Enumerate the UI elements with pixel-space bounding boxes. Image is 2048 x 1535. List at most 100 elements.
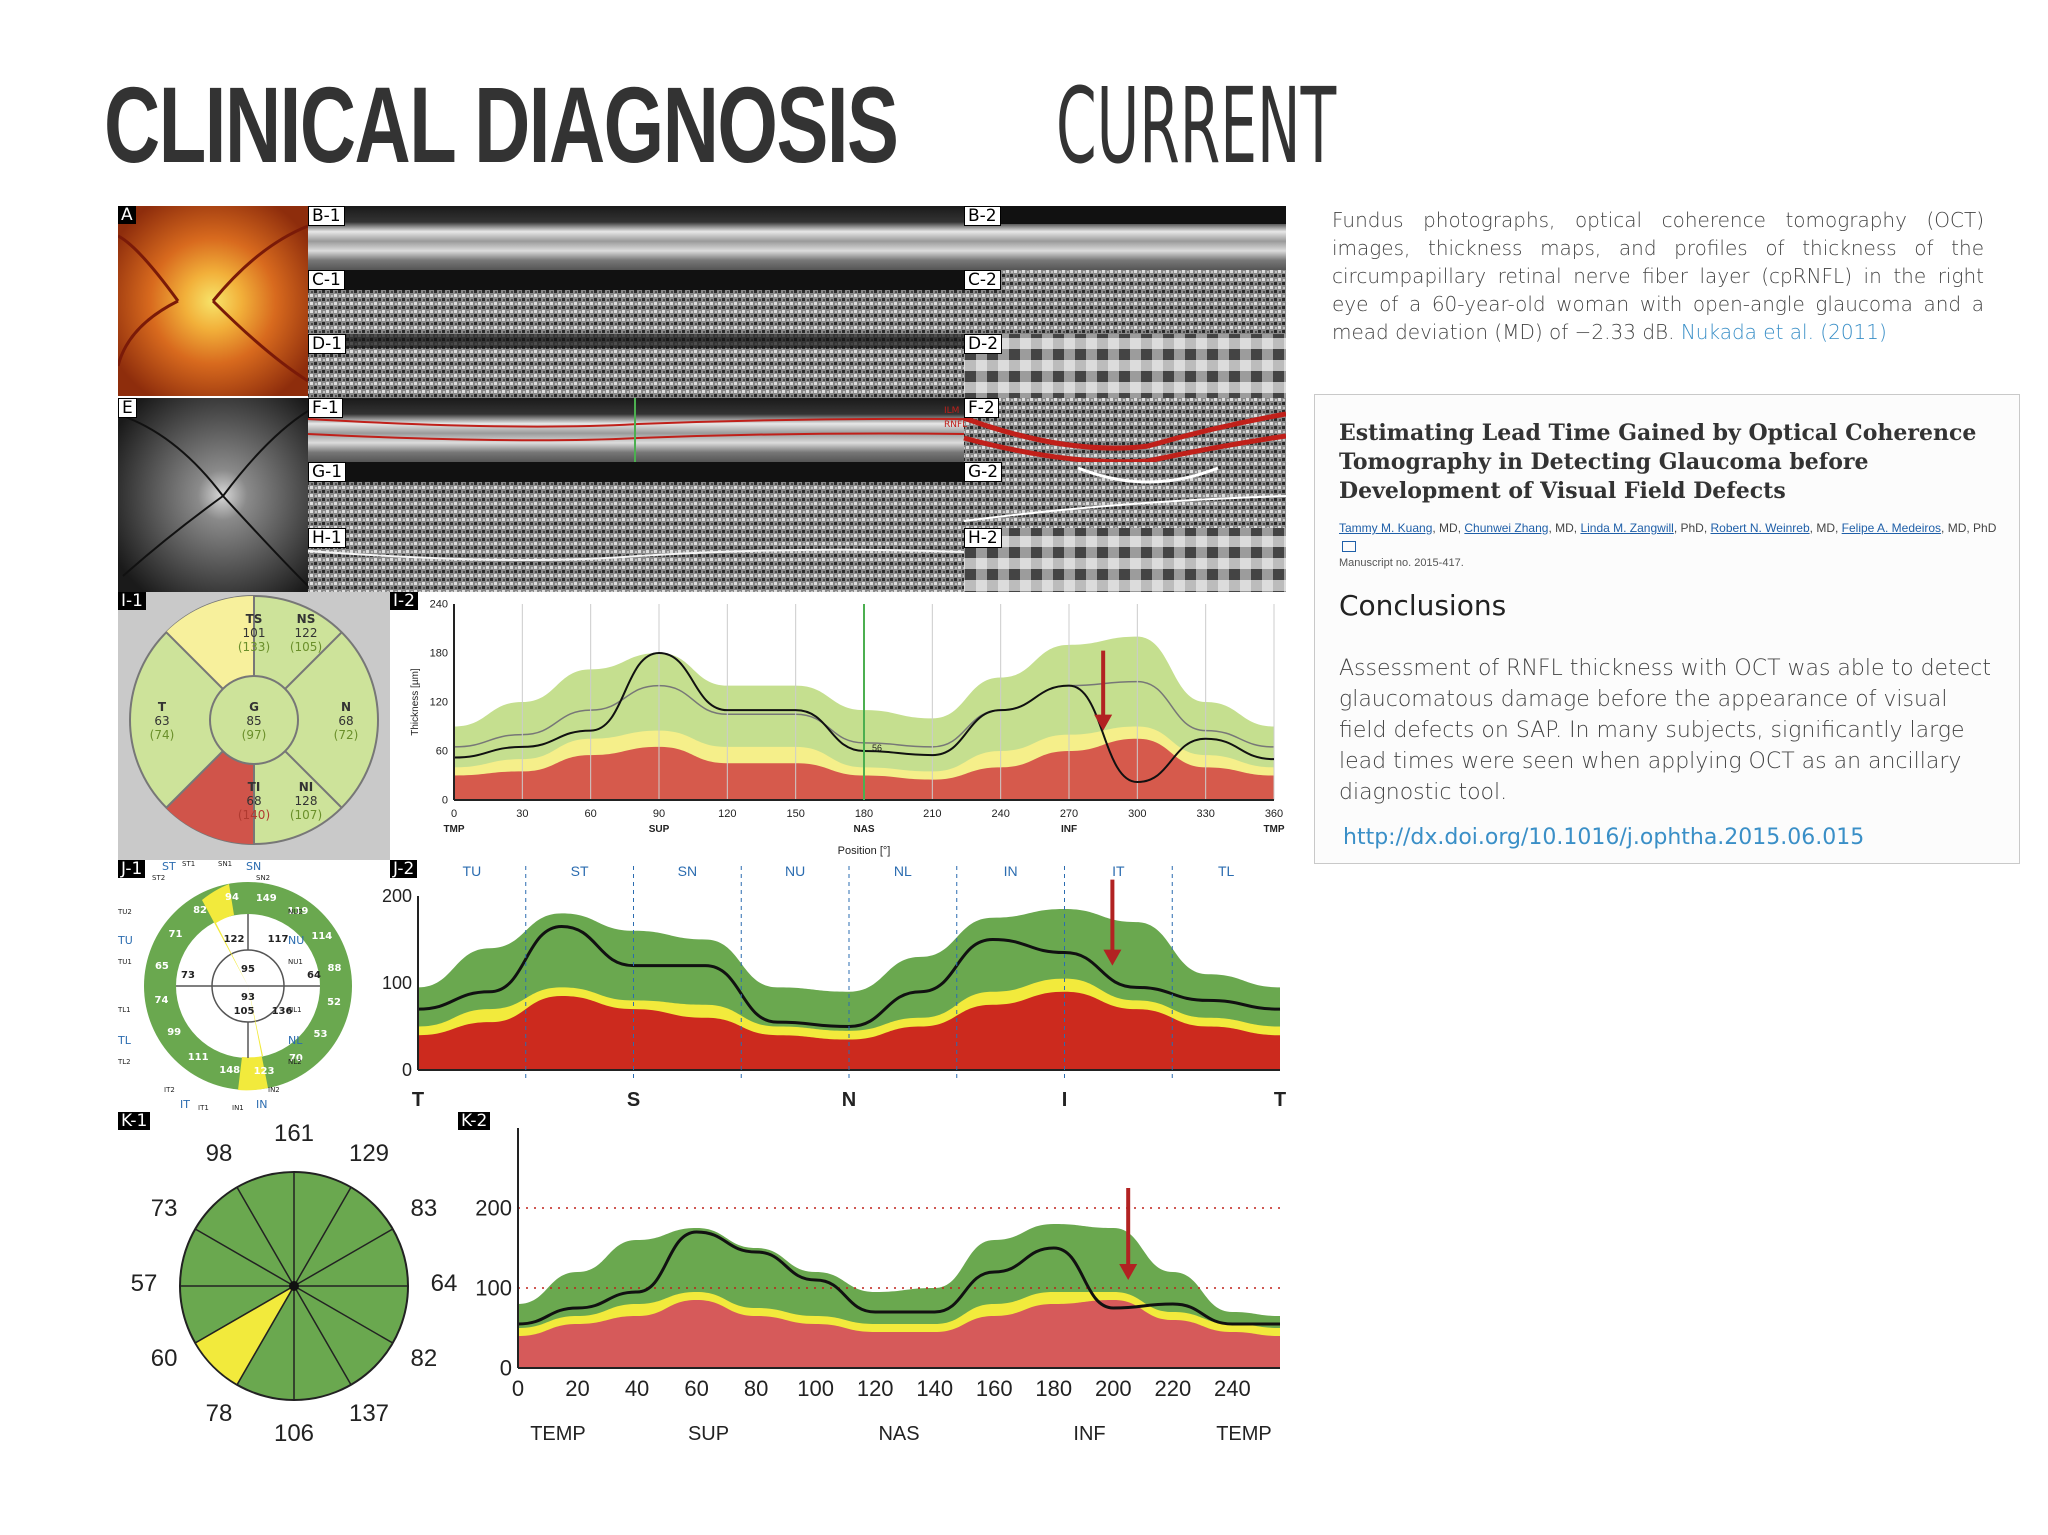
j1-sector-label: IN	[256, 1098, 268, 1111]
quadrant-label: TEMP	[1216, 1423, 1272, 1445]
measured-thickness-line	[517, 1230, 1280, 1326]
j1-sector-label: SN2	[256, 874, 271, 882]
j1-sector-label: NL	[288, 1034, 303, 1047]
y-tick-label: 120	[430, 697, 448, 709]
author-degree: , MD,	[1548, 521, 1581, 535]
panel-label-c1: C-1	[308, 270, 345, 290]
k1-sector-value: 83	[410, 1195, 438, 1222]
k1-sector-value: 161	[273, 1120, 315, 1147]
j1-sector-label: SN1	[218, 860, 233, 868]
sector-label: NL	[894, 863, 912, 879]
j1-inner-value: 93	[241, 992, 255, 1003]
email-icon[interactable]	[1342, 541, 1356, 553]
panel-label-h2: H-2	[964, 528, 1002, 548]
j1-sector-label: NU	[288, 934, 305, 947]
x-sector-label: SUP	[649, 824, 670, 835]
y-axis-title: Thickness [µm]	[410, 668, 421, 736]
author-degree: , PhD,	[1673, 521, 1711, 535]
x-tick-label: 80	[744, 1376, 768, 1401]
k1-sector-value: 64	[430, 1270, 458, 1297]
j1-inner-value: 95	[241, 964, 255, 975]
paper-title: Estimating Lead Time Gained by Optical C…	[1339, 420, 1977, 504]
j1-sector-label: ST1	[182, 860, 196, 868]
k1-pie-divider	[194, 1228, 295, 1287]
panel-label-b1: B-1	[308, 206, 345, 226]
x-tick-label: 330	[1196, 808, 1214, 820]
panel-label-k1: K-1	[118, 1112, 151, 1130]
author-link[interactable]: Linda M. Zangwill	[1580, 521, 1674, 535]
k1-sector-value: 57	[130, 1270, 158, 1297]
k1-pie-divider	[293, 1186, 352, 1287]
lesion-arrowhead	[1094, 714, 1113, 731]
j1-outer-value: 123	[253, 1065, 275, 1077]
k1-pie-divider	[293, 1285, 352, 1386]
j1-sector-label: TU2	[118, 908, 132, 916]
author-link[interactable]: Felipe A. Medeiros	[1841, 521, 1942, 535]
sector-label: SN	[678, 863, 697, 879]
abnormal-area	[518, 1300, 1280, 1368]
j1-sector-label: ST2	[152, 874, 166, 882]
f1-marker-ilm: ILM	[944, 406, 960, 416]
j1-sector-label: IN2	[268, 1086, 280, 1094]
j1-sector-label: TL	[118, 1034, 131, 1047]
panel-label-d2: D-2	[964, 334, 1003, 354]
panel-label-k2: K-2	[458, 1112, 491, 1130]
j1-outer-value: 149	[255, 892, 277, 904]
x-tick-label: 100	[797, 1376, 834, 1401]
x-tick-label: 30	[516, 808, 528, 820]
x-tick-label: 220	[1154, 1376, 1191, 1401]
doi-link[interactable]: http://dx.doi.org/10.1016/j.ophtha.2015.…	[1343, 825, 1865, 850]
y-tick-label: 180	[430, 648, 448, 660]
x-tick-label: 60	[585, 808, 597, 820]
author-link[interactable]: Chunwei Zhang	[1464, 521, 1549, 535]
k1-borderline-sector	[194, 1283, 297, 1386]
slide-title-light: CURRENT	[1056, 65, 1337, 187]
conclusions-text: Assessment of RNFL thickness with OCT wa…	[1339, 656, 1991, 805]
k1-sector-value: 106	[273, 1420, 315, 1447]
j1-sector-label: NL2	[288, 1058, 302, 1066]
conclusions-heading: Conclusions	[1339, 589, 1507, 622]
j1-sector-label: TU1	[118, 958, 132, 966]
panel-label-e: E	[118, 398, 137, 418]
quadrant-label: NAS	[878, 1423, 919, 1445]
author-link[interactable]: Robert N. Weinreb	[1710, 521, 1810, 535]
caption-citation-link[interactable]: Nukada et al. (2011)	[1680, 320, 1887, 344]
panel-label-b2: B-2	[964, 206, 1001, 226]
j1-mid-value: 136	[271, 1006, 293, 1017]
j1-mid-value: 105	[233, 1006, 255, 1017]
author-link[interactable]: Tammy M. Kuang	[1339, 521, 1433, 535]
x-tick-label: 40	[625, 1376, 649, 1401]
j1-sector-label: TU	[118, 934, 133, 947]
k1-sector-value: 60	[150, 1345, 178, 1372]
y-tick-label: 100	[475, 1275, 512, 1300]
sector-label: NU	[785, 863, 805, 879]
quadrant-label: T	[412, 1089, 424, 1111]
oct-scans-right	[963, 206, 1287, 592]
panel-label-g2: G-2	[964, 462, 1003, 482]
f1-marker-rnfl: RNFL	[944, 420, 968, 430]
j1-sector-label: TL1	[118, 1006, 131, 1014]
x-tick-label: 120	[718, 808, 736, 820]
y-tick-label: 0	[402, 1060, 412, 1080]
j1-outer-value: 82	[193, 905, 208, 917]
j1-sector-label: IT	[180, 1098, 190, 1111]
x-sector-label: TMP	[443, 824, 464, 835]
x-tick-label: 210	[923, 808, 941, 820]
oct-scans-left	[307, 206, 965, 592]
k1-pie-divider	[293, 1285, 394, 1344]
paper-excerpt: Estimating Lead Time Gained by Optical C…	[1314, 394, 2020, 864]
panel-label-i2: I-2	[390, 592, 418, 610]
x-sector-label: INF	[1061, 824, 1077, 835]
y-tick-label: 100	[382, 973, 412, 993]
author-degree: , MD, PhD	[1941, 521, 1997, 535]
panel-label-d1: D-1	[308, 334, 347, 354]
j1-mid-value: 73	[181, 970, 195, 981]
j1-mid-value: 122	[223, 934, 245, 945]
y-tick-label: 200	[475, 1195, 512, 1220]
j1-outer-value: 119	[287, 906, 309, 918]
